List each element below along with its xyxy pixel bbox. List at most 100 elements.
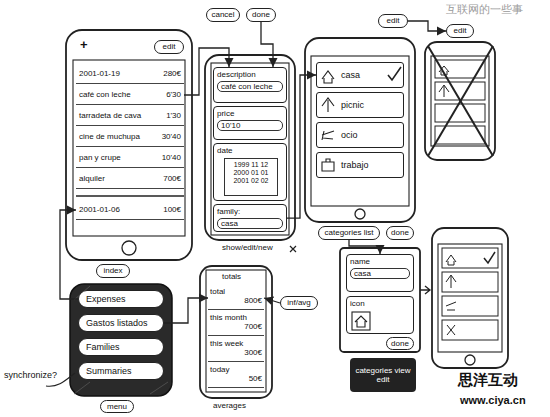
flow-arrow: [164, 298, 208, 323]
node-text: 1999 11 12: [234, 161, 269, 169]
form-field: description café con leche: [213, 67, 287, 103]
form-field: family:casa: [213, 204, 287, 232]
node-text: inf/avg: [287, 298, 311, 307]
node-text: alquiler: [79, 174, 105, 183]
flow-arrow: [287, 75, 316, 218]
node-text: this week: [210, 339, 262, 348]
node-text: date: [217, 146, 283, 155]
node-text: 2001-01-19: [79, 69, 120, 78]
node-text: done: [391, 339, 409, 348]
node-value: café con leche: [217, 81, 283, 92]
phone-frame: [200, 266, 272, 398]
node-text: done: [391, 228, 409, 237]
menu-item: Gastos listados: [78, 314, 164, 332]
phone-frame: [305, 38, 415, 222]
node-text: 2001-01-06: [79, 205, 120, 214]
phone-frame: [432, 228, 508, 368]
node-value: 50€: [249, 374, 262, 383]
button-pill: cancel: [206, 8, 240, 22]
node-value: 10'40: [162, 153, 181, 162]
menu-hatch: [74, 382, 90, 394]
node-text: Expenses: [86, 294, 126, 304]
list-row: [442, 248, 498, 340]
node-value: 300€: [244, 348, 262, 357]
node-text: price: [217, 109, 283, 118]
node-text: Gastos listados: [86, 318, 148, 328]
list-row: [442, 272, 498, 292]
annotation: +: [80, 38, 88, 53]
list-row: [435, 104, 485, 122]
node-text: edit: [454, 26, 467, 35]
node-text: categories view edit: [354, 366, 412, 384]
button-pill: index: [96, 264, 130, 278]
list-row: [442, 248, 498, 268]
cross-out: [428, 46, 493, 156]
button-pill: menu: [100, 400, 134, 413]
node-text: done: [252, 10, 270, 19]
node-text: icon: [350, 299, 410, 308]
house-icon: [322, 71, 334, 83]
node-text: cancel: [211, 10, 234, 19]
node-text: trabajo: [341, 160, 369, 170]
button-pill: done: [386, 337, 414, 350]
annotation: totals: [222, 272, 241, 281]
phone-frame: [66, 30, 508, 398]
home-button: [122, 241, 136, 255]
node-text: menu: [107, 402, 127, 411]
flow-arrow: [264, 298, 280, 303]
check-mark: [484, 252, 495, 263]
menu-item: Expenses: [78, 290, 164, 308]
annotation: show/edit/new: [222, 243, 273, 252]
list-row: 2001-01-06100€: [76, 200, 184, 220]
category-icon: [322, 67, 401, 171]
node-value: 30'40: [162, 132, 181, 141]
list-row: café con leche6'30: [76, 85, 184, 105]
check-mark: [388, 67, 401, 80]
node-text: this month: [210, 313, 262, 322]
flow-arrow: [408, 21, 446, 31]
watermark: www.ciya.cn: [460, 394, 526, 407]
flow-arrow: [349, 240, 380, 254]
cross-out: [428, 46, 493, 156]
icon-field: icon: [346, 296, 414, 334]
node-text: description: [217, 70, 283, 79]
icon-box: [352, 312, 370, 330]
leisure-icon: [446, 302, 456, 310]
panel-frame: [340, 248, 420, 352]
category-row: trabajo: [316, 152, 404, 178]
button-pill: done: [386, 226, 414, 240]
dark-button: categories view edit: [350, 358, 416, 392]
node-text: name: [350, 257, 410, 266]
total-row: this month700€: [208, 312, 264, 336]
category-row: ocio: [316, 122, 404, 148]
phone-screen: [73, 60, 185, 236]
home-button: [122, 209, 475, 365]
node-text: Families: [86, 342, 120, 352]
delete-icon: [447, 325, 455, 335]
node-text: total: [210, 287, 262, 296]
phone-frame: [205, 55, 295, 240]
node-text: today: [210, 365, 262, 374]
menu-item: Families: [78, 338, 164, 356]
node-text: categories list: [325, 228, 374, 237]
node-value: 10'10: [217, 120, 283, 131]
watermark: 思洋互动: [458, 371, 518, 388]
list-row: [442, 320, 498, 340]
list-row: [435, 82, 485, 100]
button-pill: done: [246, 8, 276, 22]
icon-box: [352, 312, 370, 330]
cross-out: [428, 46, 493, 156]
node-text: picnic: [341, 100, 364, 110]
node-text: index: [103, 266, 122, 275]
button-pill: edit: [154, 40, 184, 54]
total-row: this week300€: [208, 338, 264, 362]
button-pill: categories list: [318, 226, 380, 240]
node-value: casa: [217, 218, 283, 229]
total-row: today50€: [208, 364, 264, 388]
category-row: picnic: [316, 92, 404, 118]
house-icon: [355, 316, 367, 327]
tree-icon: [322, 98, 334, 112]
flow-arrow: [261, 22, 273, 67]
form-field: price 10'10: [213, 106, 287, 140]
